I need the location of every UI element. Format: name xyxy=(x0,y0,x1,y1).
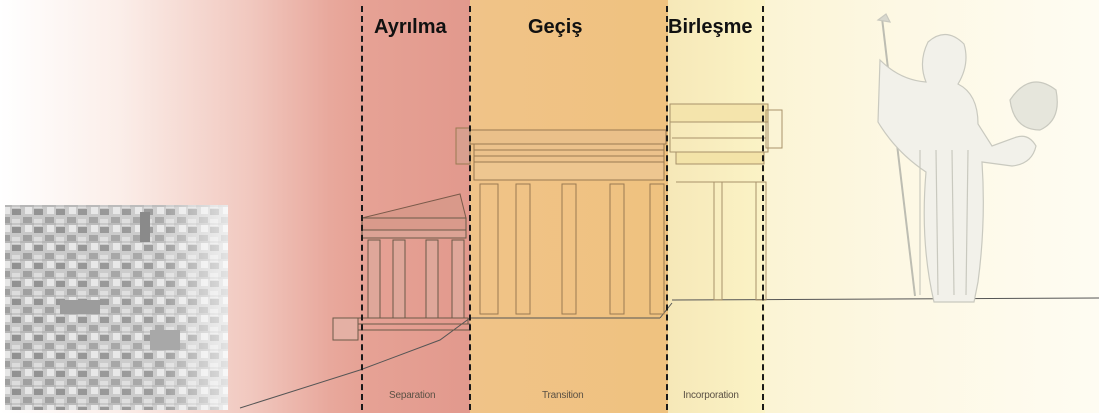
zone-title-incorporation: Birleşme xyxy=(668,16,753,38)
zone-title-separation: Ayrılma xyxy=(374,16,447,38)
boundary-line-transition-start xyxy=(469,6,471,410)
zone-subtitle-transition: Transition xyxy=(542,390,584,401)
zone-title-transition: Geçiş xyxy=(528,16,583,38)
propylaea-facade xyxy=(455,127,667,315)
boundary-line-incorporation-start xyxy=(666,6,668,410)
boundary-line-separation-start xyxy=(361,6,363,410)
boundary-line-incorporation-end xyxy=(762,6,764,410)
pinakotheke-structure xyxy=(669,103,783,301)
city-photo-icon xyxy=(5,205,228,410)
zone-subtitle-separation: Separation xyxy=(389,390,436,401)
greek-temple-icon xyxy=(332,193,471,341)
zone-subtitle-incorporation: Incorporation xyxy=(683,390,739,401)
athena-statue-icon xyxy=(876,13,1058,303)
